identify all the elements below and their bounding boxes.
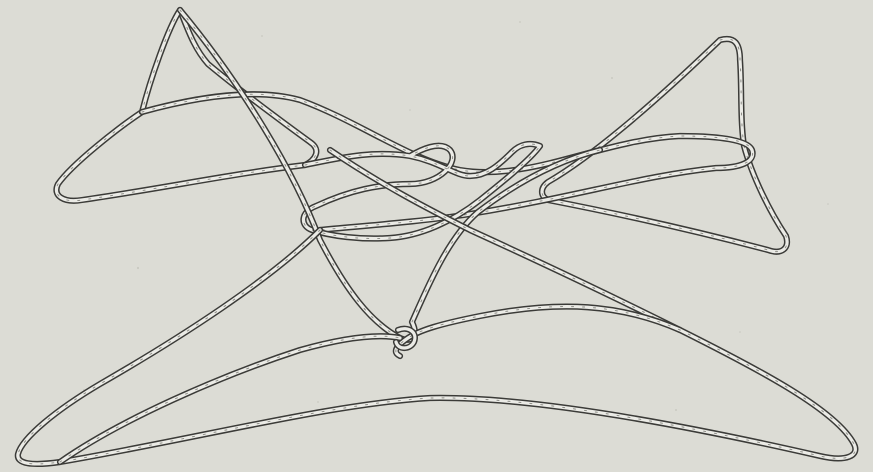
wire-upper-crossbar: [142, 94, 753, 230]
wire-hanger-bottom-inner: [60, 336, 400, 462]
wire-hanger-left: [56, 10, 316, 201]
